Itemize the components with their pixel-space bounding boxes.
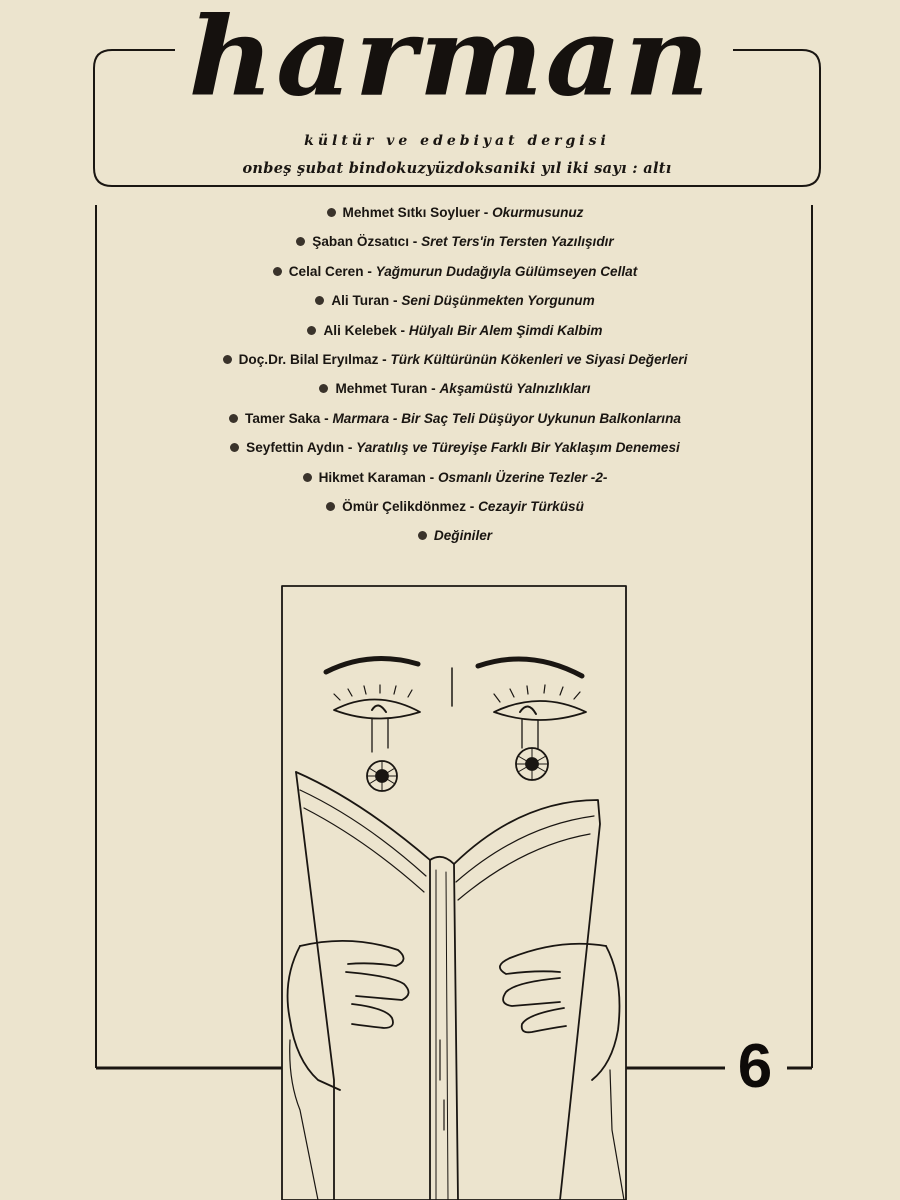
entry-author: Seyfettin Aydın: [246, 440, 345, 456]
left-eyebrow: [323, 656, 421, 675]
entry-author: Mehmet Sıtkı Soyluer: [342, 205, 480, 220]
header-box: [93, 49, 821, 187]
entry-separator: -: [480, 205, 493, 220]
left-hand: [299, 939, 410, 1029]
bullet-icon: [319, 384, 329, 394]
contents-entry: Mehmet Sıtkı Soyluer - Okurmusunuz: [96, 201, 814, 230]
entry-separator: -: [409, 234, 422, 250]
right-hand: [499, 942, 607, 1034]
entry-separator: -: [427, 381, 440, 397]
contents-entry: Ali Turan - Seni Düşünmekten Yorgunum: [96, 289, 814, 318]
issue-date-line: onbeş şubat bindokuzyüzdoksaniki yıl iki…: [242, 160, 672, 177]
entry-separator: -: [425, 469, 438, 485]
entry-separator: -: [363, 263, 376, 279]
entry-separator: -: [320, 410, 333, 426]
magazine-logo: harman: [188, 0, 712, 121]
right-eye: [493, 700, 587, 721]
bullet-icon: [302, 472, 312, 482]
entry-title: Cezayir Türküsü: [478, 498, 584, 514]
entry-author: Şaban Özsatıcı: [312, 234, 409, 250]
entry-author: Hikmet Karaman: [318, 469, 426, 485]
contents-entry: Doç.Dr. Bilal Eryılmaz - Türk Kültürünün…: [96, 348, 814, 377]
bullet-icon: [296, 237, 306, 247]
contents-entry: Ömür Çelikdönmez - Cezayir Türküsü: [96, 495, 814, 524]
entry-separator: -: [389, 293, 402, 309]
book-left-page: [295, 771, 431, 1200]
bullet-icon: [272, 266, 282, 276]
contents-entry: Ali Kelebek - Hülyalı Bir Alem Şimdi Kal…: [96, 319, 814, 348]
entry-title: Türk Kültürünün Kökenleri ve Siyasi Değe…: [390, 351, 688, 367]
entry-separator: -: [344, 440, 357, 456]
bullet-icon: [307, 325, 317, 335]
entry-title: Marmara - Bir Saç Teli Düşüyor Uykunun B…: [332, 410, 681, 426]
entry-title: Yaratılış ve Türeyişe Farklı Bir Yaklaşı…: [356, 440, 680, 456]
entry-title: Değiniler: [433, 528, 493, 544]
entry-title: Sret Ters'in Tersten Yazılışıdır: [421, 234, 614, 250]
contents-entry: Değiniler: [96, 524, 814, 553]
contents-entry: Şaban Özsatıcı - Sret Ters'in Tersten Ya…: [96, 230, 814, 259]
bullet-icon: [222, 354, 232, 364]
entry-title: Okurmusunuz: [492, 205, 584, 220]
left-eye: [333, 698, 421, 720]
issue-number: 6: [737, 1032, 773, 1101]
contents-entry: Hikmet Karaman - Osmanlı Üzerine Tezler …: [96, 466, 814, 495]
entry-author: Celal Ceren: [288, 263, 364, 279]
contents-entry: Celal Ceren - Yağmurun Dudağıyla Gülümse…: [96, 260, 814, 289]
bullet-icon: [230, 443, 240, 453]
magazine-subtitle: kültür ve edebiyat dergisi: [304, 133, 610, 149]
reader-illustration: [281, 585, 627, 1200]
bullet-icon: [326, 208, 336, 217]
entry-author: Tamer Saka: [245, 410, 321, 426]
bullet-icon: [417, 531, 427, 541]
right-eyebrow: [475, 656, 585, 679]
entry-separator: -: [396, 322, 409, 338]
entry-author: Ali Turan: [331, 293, 390, 309]
contents-entry: Tamer Saka - Marmara - Bir Saç Teli Düşü…: [96, 407, 814, 436]
bullet-icon: [326, 501, 336, 511]
contents-entry: Seyfettin Aydın - Yaratılış ve Türeyişe …: [96, 436, 814, 465]
entry-title: Hülyalı Bir Alem Şimdi Kalbim: [408, 322, 603, 338]
entry-author: Ömür Çelikdönmez: [342, 498, 467, 514]
entry-author: Ali Kelebek: [323, 322, 397, 338]
book-spine: [429, 855, 459, 1200]
entry-author: Mehmet Turan: [335, 381, 428, 397]
entry-author: Doç.Dr. Bilal Eryılmaz: [238, 351, 379, 367]
entry-separator: -: [466, 498, 479, 514]
contents-entry: Mehmet Turan - Akşamüstü Yalnızlıkları: [96, 377, 814, 406]
entry-title: Seni Düşünmekten Yorgunum: [401, 293, 595, 309]
entry-title: Akşamüstü Yalnızlıkları: [439, 381, 591, 397]
bullet-icon: [315, 296, 325, 306]
entry-title: Yağmurun Dudağıyla Gülümseyen Cellat: [375, 263, 638, 279]
entry-title: Osmanlı Üzerine Tezler -2-: [437, 469, 608, 485]
book-right-page: [453, 799, 601, 1200]
entry-separator: -: [378, 351, 391, 367]
bullet-icon: [229, 413, 239, 423]
